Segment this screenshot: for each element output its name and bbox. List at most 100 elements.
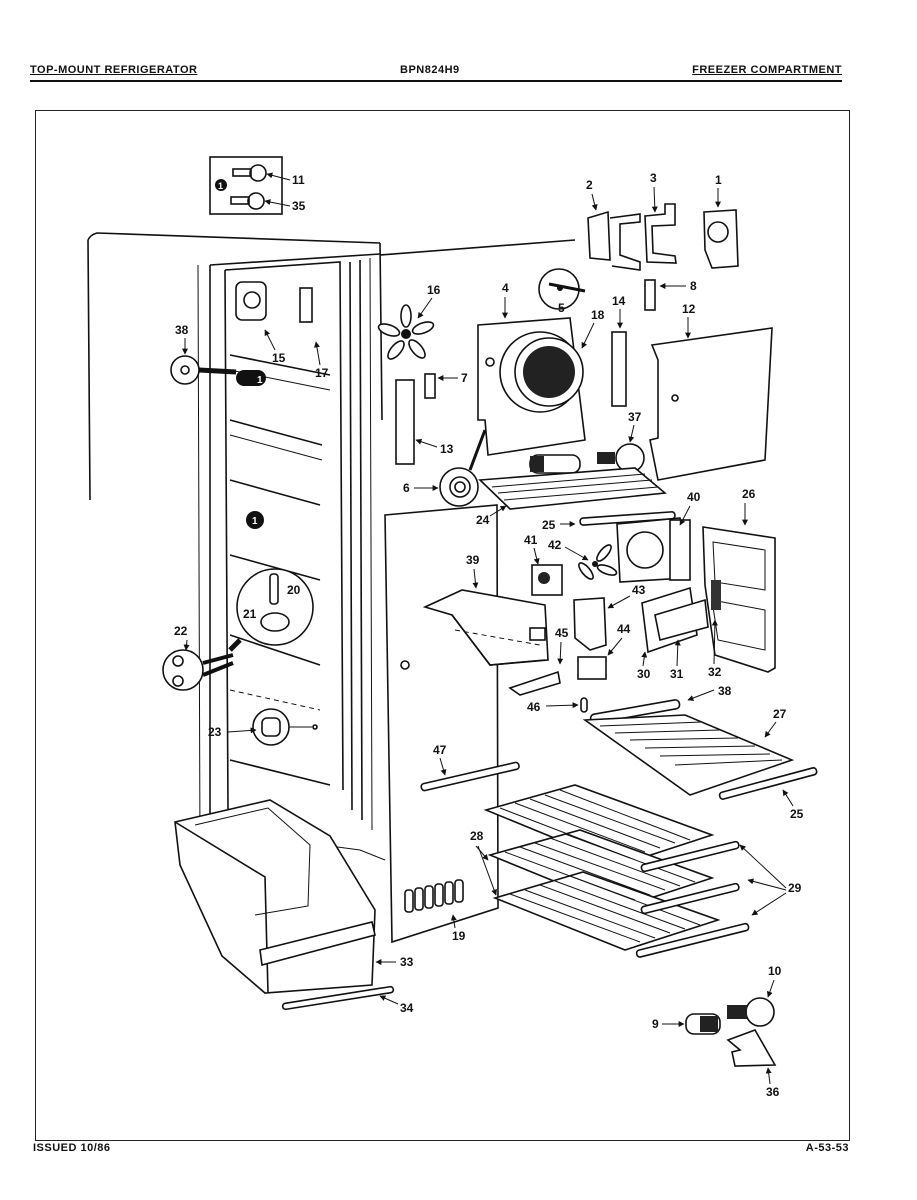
bracket-13 — [395, 379, 415, 465]
callout-16: 16 — [427, 283, 441, 297]
note-marker-middle: 1 — [246, 511, 264, 529]
callout-15: 15 — [272, 351, 286, 365]
callout-32: 32 — [708, 665, 722, 679]
spacer-46 — [580, 697, 588, 713]
note-marker-label: 1 — [218, 181, 223, 191]
shelf-trim-29 — [640, 882, 740, 915]
svg-text:1: 1 — [252, 516, 258, 527]
note-marker-upper: 1 — [236, 370, 266, 386]
socket-9-upper — [529, 454, 581, 474]
callout-24: 24 — [476, 513, 490, 527]
page-code: A-53-53 — [805, 1142, 849, 1154]
switch-44 — [577, 656, 607, 680]
callout-34: 34 — [400, 1001, 414, 1015]
ice-maker-39 — [422, 589, 549, 666]
callout-2: 2 — [586, 178, 593, 192]
callout-35: 35 — [292, 199, 306, 213]
callout-27: 27 — [773, 707, 787, 721]
freezer-shelf-24 — [478, 467, 667, 510]
cover-43 — [573, 597, 607, 651]
callout-31: 31 — [670, 667, 684, 681]
fan-motor-18 — [499, 331, 584, 413]
bracket-2 — [587, 210, 641, 271]
key-inset: 1 — [209, 156, 291, 215]
callout-1: 1 — [715, 173, 722, 187]
panel-31 — [654, 598, 709, 641]
evaporator-door-26 — [702, 526, 776, 673]
fan-shroud-40 — [616, 517, 691, 583]
shelf-trim-25-lower — [718, 767, 818, 800]
callout-12: 12 — [682, 302, 696, 316]
callout-18: 18 — [591, 308, 605, 322]
diagram-frame — [35, 110, 850, 1141]
callout-33: 33 — [400, 955, 414, 969]
callout-46: 46 — [527, 700, 541, 714]
wire-shelves-28 — [483, 784, 721, 951]
issue-date: ISSUED 10/86 — [33, 1142, 111, 1154]
grommet-6 — [439, 429, 487, 507]
shelf-support-inset — [228, 568, 314, 652]
key-icon — [230, 192, 265, 210]
callout-25-lower: 25 — [790, 807, 804, 821]
callout-6: 6 — [403, 481, 410, 495]
callout-30: 30 — [637, 667, 651, 681]
callout-40: 40 — [687, 490, 701, 504]
shelf-trim-29 — [640, 840, 740, 873]
callout-21: 21 — [243, 607, 257, 621]
evaporator-cover-12 — [649, 327, 773, 481]
spacer-8 — [644, 279, 656, 311]
diagram-category: TOP-MOUNT REFRIGERATOR — [30, 64, 198, 76]
thermostat-15 — [235, 281, 267, 321]
callout-3: 3 — [650, 171, 657, 185]
key-icon — [232, 164, 267, 182]
shelf-trim-29 — [635, 922, 750, 958]
callout-20: 20 — [287, 583, 301, 597]
header-rule — [30, 80, 842, 82]
light-bulb-10 — [727, 997, 775, 1027]
bin-trim-34 — [281, 985, 395, 1011]
switch-32 — [711, 580, 721, 610]
callout-7: 7 — [461, 371, 468, 385]
callout-26: 26 — [742, 487, 756, 501]
callout-9-lower: 9 — [652, 1017, 659, 1031]
fan-blade-16 — [377, 304, 435, 360]
callout-8: 8 — [690, 279, 697, 293]
callout-36: 36 — [766, 1085, 780, 1099]
callout-13: 13 — [440, 442, 454, 456]
callout-37: 37 — [628, 410, 642, 424]
callout-38-cabinet: 38 — [175, 323, 189, 337]
callout-25-upper: 25 — [542, 518, 556, 532]
cover-1 — [703, 209, 739, 269]
light-shield-36 — [726, 1029, 777, 1067]
grommet-inset-5 — [538, 268, 586, 310]
spacer-7 — [424, 373, 436, 399]
button-21 — [260, 612, 290, 632]
arm-45 — [508, 670, 561, 696]
callout-4: 4 — [502, 281, 509, 295]
trim-47 — [420, 761, 520, 792]
fan-blade-42 — [578, 544, 618, 580]
callout-23: 23 — [208, 725, 222, 739]
light-bulb-37 — [597, 443, 645, 473]
cam-23 — [252, 708, 318, 746]
callout-19: 19 — [452, 929, 466, 943]
bracket-3 — [644, 203, 677, 264]
roller-38 — [170, 355, 237, 385]
screw-20 — [269, 573, 279, 605]
water-valve-41 — [531, 564, 563, 596]
callout-11: 11 — [292, 173, 305, 187]
svg-text:1: 1 — [257, 375, 263, 386]
callout-39: 39 — [466, 553, 480, 567]
model-number: BPN824H9 — [400, 64, 460, 76]
callout-14: 14 — [612, 294, 626, 308]
callout-5: 5 — [558, 301, 565, 315]
callout-28: 28 — [470, 829, 484, 843]
freezer-liner-19 — [384, 504, 499, 944]
socket-9-lower — [685, 1013, 721, 1035]
bracket-14 — [611, 331, 627, 407]
note-marker-icon — [215, 179, 227, 191]
callout-17: 17 — [315, 366, 329, 380]
switch-17 — [299, 287, 313, 323]
caps-inset-22 — [162, 649, 234, 691]
